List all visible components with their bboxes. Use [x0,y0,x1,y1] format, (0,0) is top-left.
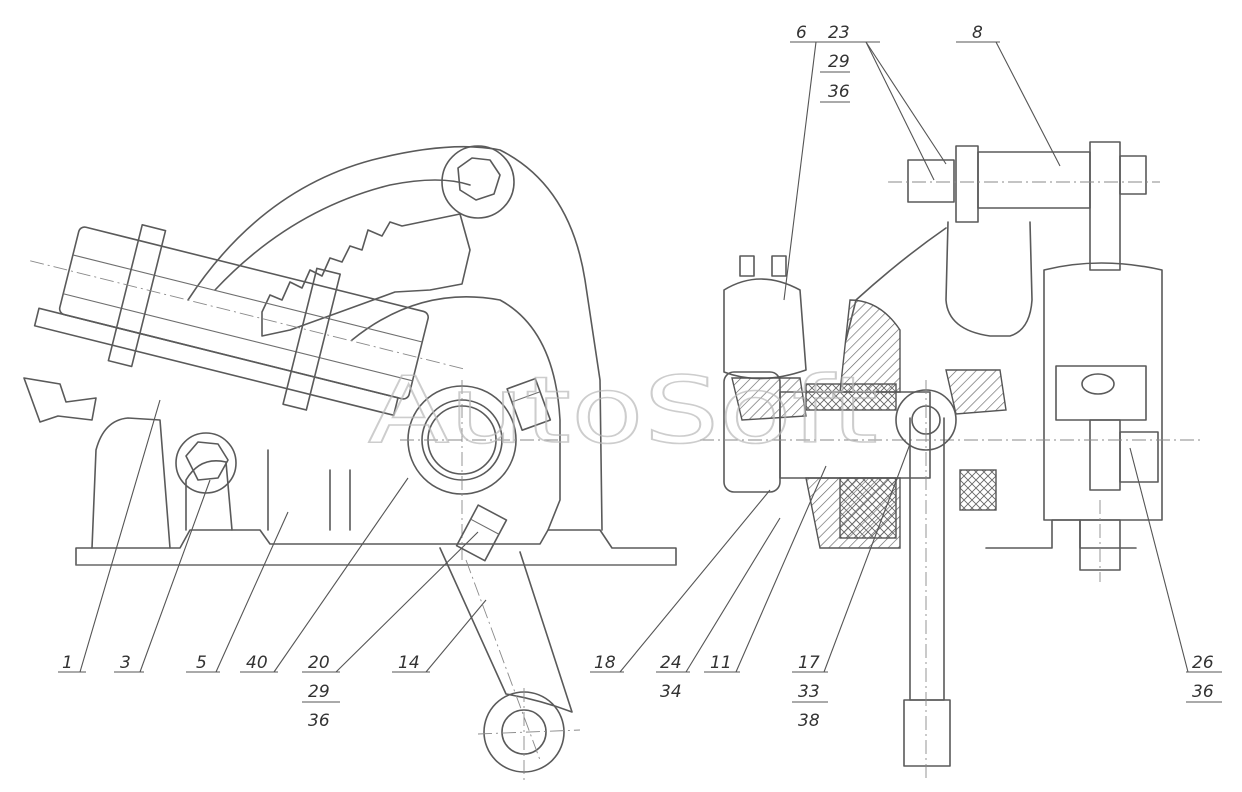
leader-lines [58,41,1222,703]
label-36c: 36 [1192,682,1214,702]
label-20: 20 [308,653,330,673]
label-24: 24 [660,653,682,673]
label-26: 26 [1192,653,1214,673]
label-36a: 36 [308,711,330,731]
part-labels: 1 3 5 40 20 29 36 14 18 24 34 11 17 33 3… [62,23,1214,731]
watermark: AutoSoft [368,357,878,464]
label-5: 5 [196,653,207,673]
label-29a: 29 [308,682,330,702]
label-34: 34 [660,682,682,702]
label-23: 23 [828,23,850,43]
label-38: 38 [798,711,820,731]
label-8: 8 [972,23,983,43]
label-29b: 29 [828,52,850,72]
right-view [700,141,1200,780]
label-1: 1 [62,653,73,673]
label-33: 33 [798,682,820,702]
label-11: 11 [710,653,732,673]
left-view [23,145,677,780]
label-36b: 36 [828,82,850,102]
label-17: 17 [798,653,820,673]
label-14: 14 [398,653,420,673]
label-18: 18 [594,653,616,673]
label-40: 40 [246,653,268,673]
label-6: 6 [796,23,807,43]
label-3: 3 [120,653,131,673]
